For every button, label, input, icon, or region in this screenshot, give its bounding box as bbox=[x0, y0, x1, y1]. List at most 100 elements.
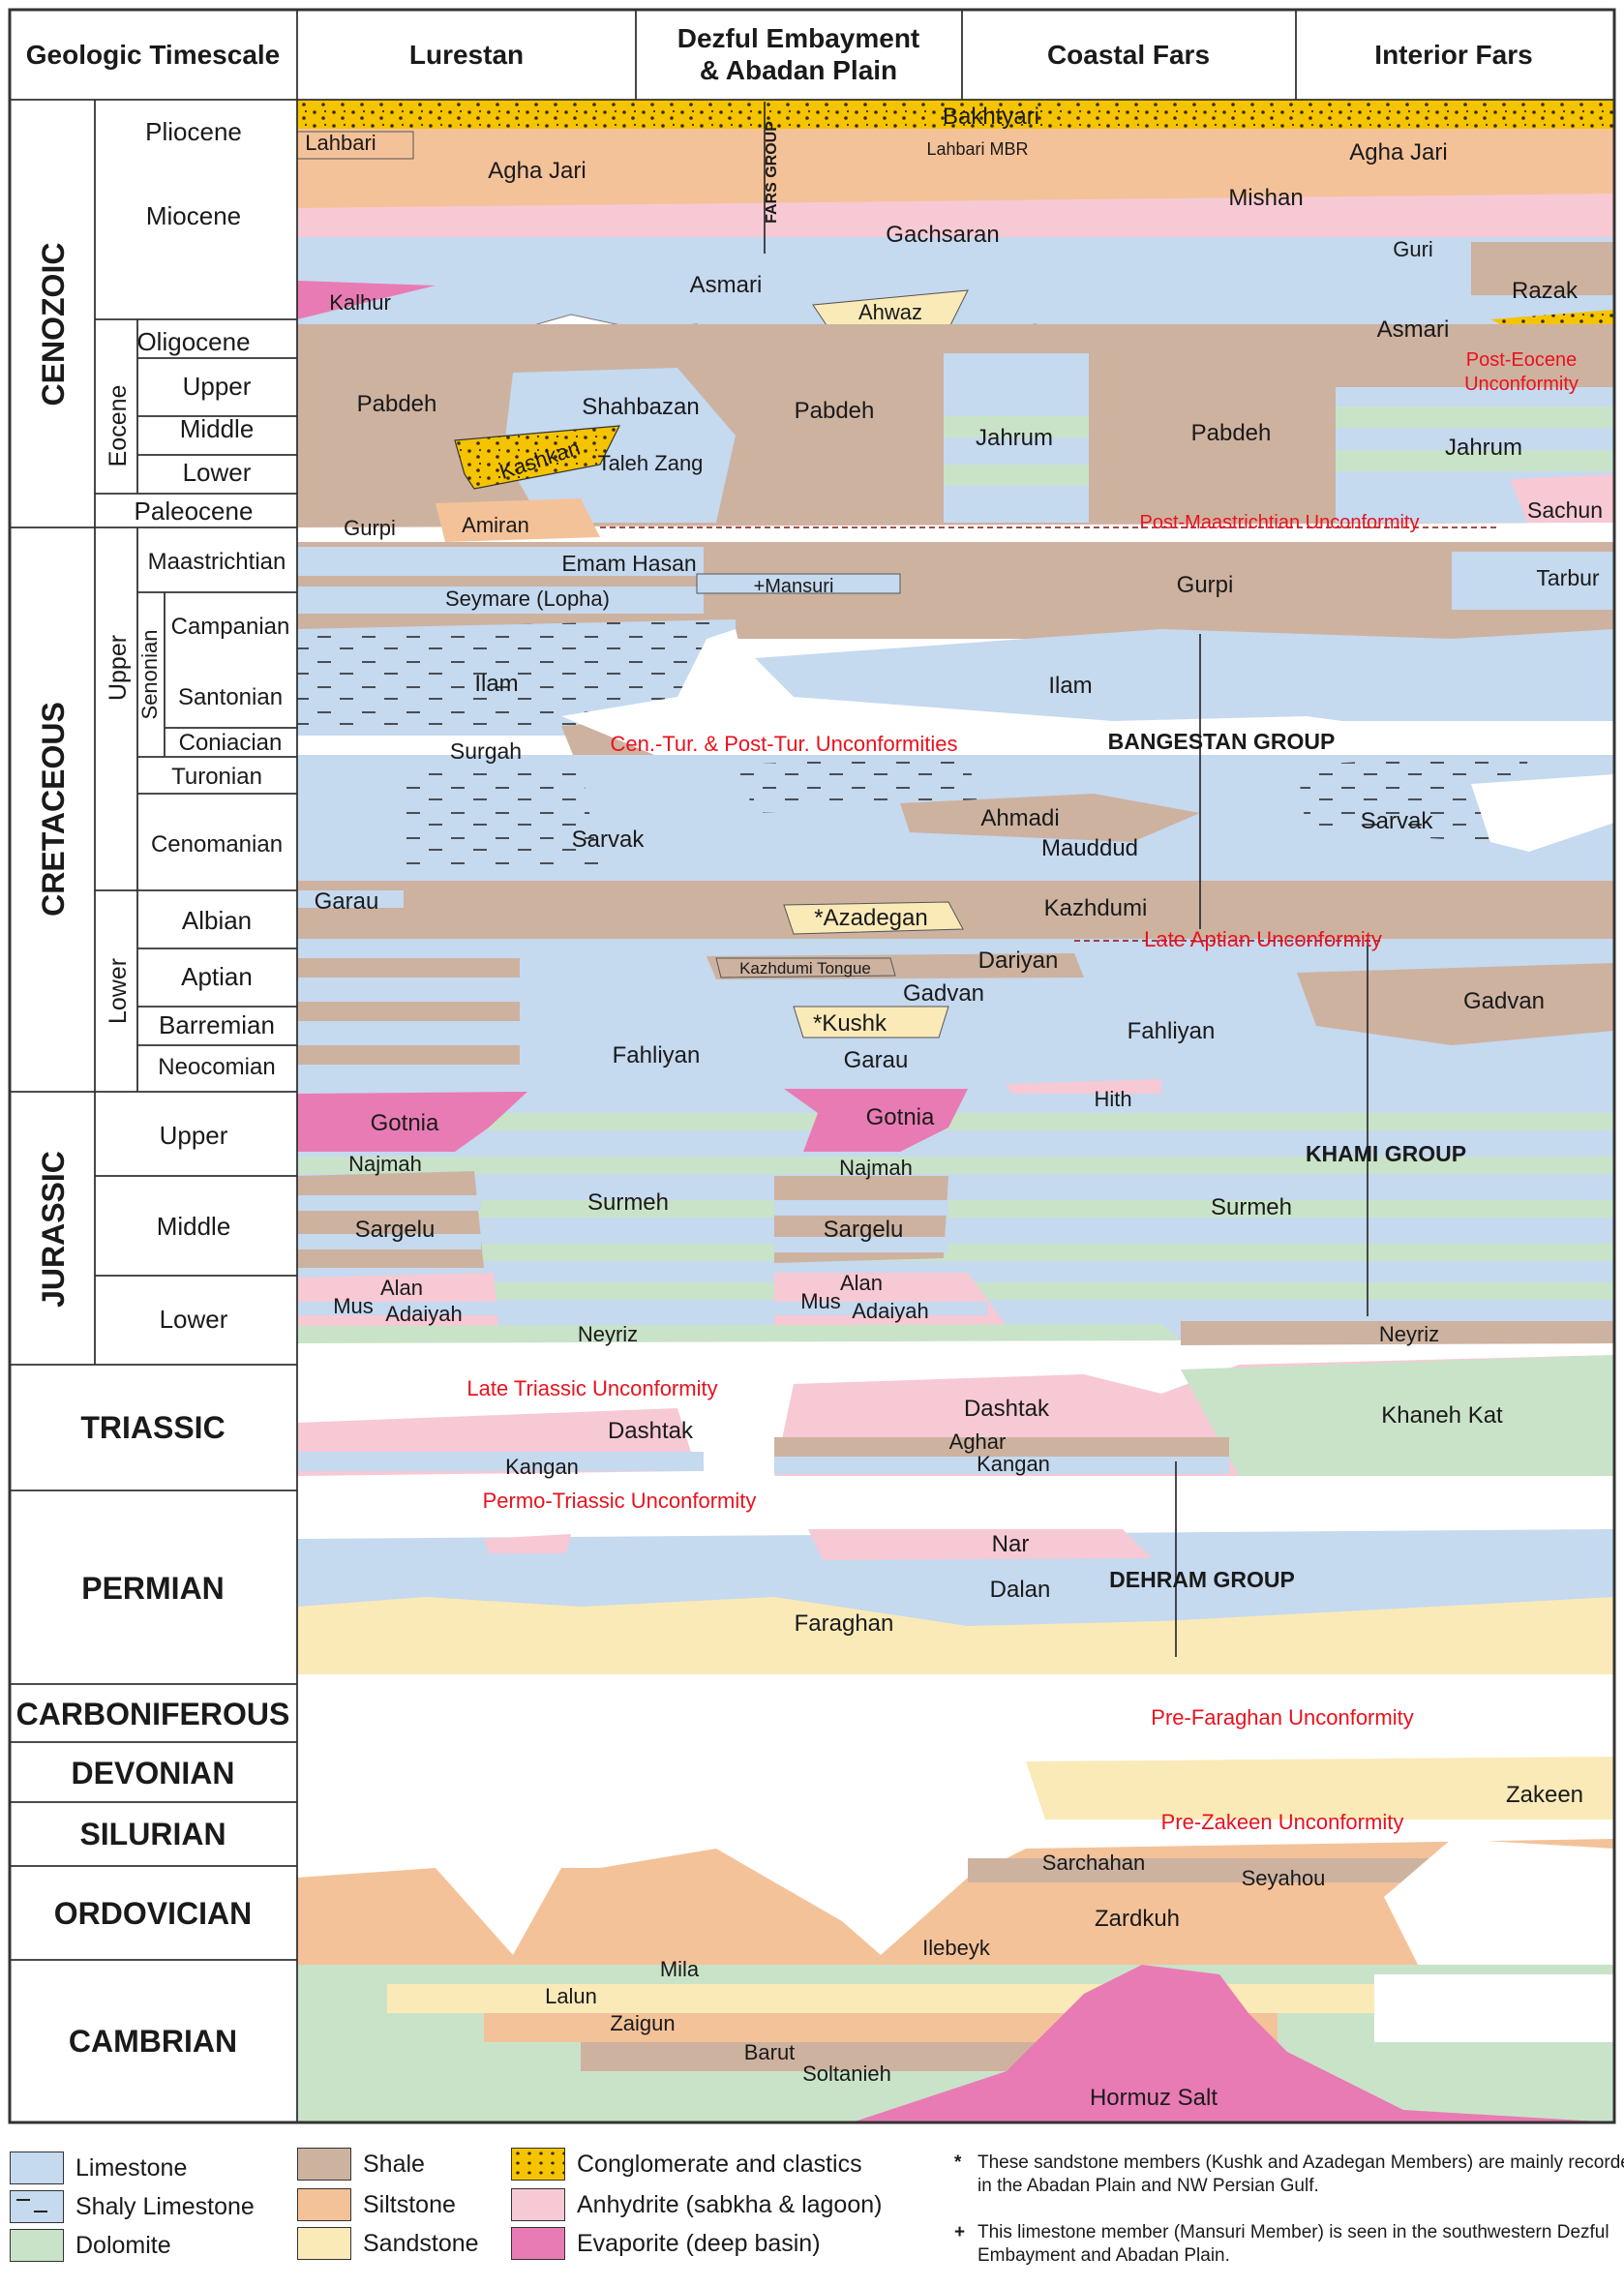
header-coastal-fars: Coastal Fars bbox=[1047, 40, 1210, 70]
fm-zaigun: Zaigun bbox=[610, 2011, 675, 2035]
fm-mansuri: +Mansuri bbox=[754, 576, 834, 597]
fm-adaiyah-w: Adaiyah bbox=[385, 1302, 463, 1326]
bakhtyari-layer bbox=[297, 100, 1614, 129]
legend-label: Sandstone bbox=[363, 2229, 479, 2257]
fm-alan-w: Alan bbox=[380, 1276, 423, 1300]
fm-zakeen: Zakeen bbox=[1506, 1782, 1583, 1808]
header-timescale: Geologic Timescale bbox=[26, 40, 281, 70]
fm-surmeh-e: Surmeh bbox=[1211, 1194, 1292, 1220]
fm-shahbazan: Shahbazan bbox=[582, 394, 699, 420]
khaneh-kat-layer bbox=[1181, 1355, 1614, 1476]
subdivision-labels: Eocene Upper Senonian Lower bbox=[105, 385, 162, 1024]
fm-sarvak-e: Sarvak bbox=[1361, 808, 1434, 834]
unc-post-maastrichtian: Post-Maastrichtian Unconformity bbox=[1140, 512, 1420, 533]
fm-mus-w: Mus bbox=[333, 1294, 374, 1318]
header-interior-fars: Interior Fars bbox=[1374, 40, 1532, 70]
fm-soltanieh: Soltanieh bbox=[802, 2061, 891, 2086]
epoch-maastrichtian: Maastrichtian bbox=[148, 549, 286, 575]
shale-swatch bbox=[297, 2148, 351, 2181]
note-text: This limestone member (Mansuri Member) i… bbox=[977, 2222, 1609, 2266]
epoch-turonian: Turonian bbox=[171, 764, 262, 790]
note-marker: * bbox=[954, 2152, 962, 2173]
unc-post-eocene-line2: Unconformity bbox=[1464, 374, 1579, 395]
fm-sachun: Sachun bbox=[1527, 497, 1603, 523]
fm-pabdeh-2: Pabdeh bbox=[795, 398, 875, 424]
fm-fahliyan-w: Fahliyan bbox=[613, 1042, 701, 1068]
fm-najmah-w: Najmah bbox=[348, 1152, 422, 1176]
fm-hith: Hith bbox=[1094, 1087, 1131, 1111]
fm-guri: Guri bbox=[1393, 237, 1433, 261]
fm-kalhur: Kalhur bbox=[329, 290, 391, 315]
epoch-jur-lower: Lower bbox=[160, 1305, 228, 1334]
fm-kangan-c: Kangan bbox=[977, 1452, 1050, 1476]
fm-nar: Nar bbox=[992, 1531, 1030, 1557]
fm-gurpi-e: Gurpi bbox=[1177, 572, 1234, 598]
legend-label: Anhydrite (sabkha & lagoon) bbox=[577, 2190, 883, 2218]
ilam-layer bbox=[755, 629, 1614, 721]
unc-pre-faraghan: Pre-Faraghan Unconformity bbox=[1151, 1705, 1413, 1730]
legend: Limestone Shaly Limestone Dolomite Shale… bbox=[0, 2134, 1624, 2287]
fm-emam-hasan: Emam Hasan bbox=[561, 551, 696, 576]
legend-label: Dolomite bbox=[75, 2231, 171, 2259]
epoch-eocene-middle: Middle bbox=[180, 414, 255, 443]
dolomite-swatch bbox=[10, 2229, 64, 2262]
unconformity-labels: Post-Eocene Unconformity Post-Maastricht… bbox=[466, 349, 1579, 1834]
fm-jahrum-2: Jahrum bbox=[1445, 435, 1522, 461]
note-marker: + bbox=[954, 2222, 966, 2242]
evaporite-swatch bbox=[511, 2227, 565, 2260]
fm-jahrum-1: Jahrum bbox=[976, 425, 1053, 451]
era-ordovician: ORDOVICIAN bbox=[54, 1896, 252, 1931]
fm-gachsaran: Gachsaran bbox=[886, 222, 999, 248]
legend-label: Shaly Limestone bbox=[75, 2192, 255, 2220]
fm-gadvan-e: Gadvan bbox=[1463, 988, 1545, 1014]
ahmadi-layer bbox=[900, 794, 1200, 842]
fm-ahmadi: Ahmadi bbox=[980, 805, 1059, 831]
note-sandstone-members: * These sandstone members (Kushk and Aza… bbox=[954, 2152, 1624, 2198]
header-row: Geologic Timescale Lurestan Dezful Embay… bbox=[26, 23, 1533, 85]
era-permian: PERMIAN bbox=[81, 1571, 225, 1606]
fm-neyriz-w: Neyriz bbox=[578, 1322, 638, 1346]
fm-agha-jari-e: Agha Jari bbox=[1349, 139, 1447, 166]
kalhur-layer bbox=[297, 281, 436, 319]
fm-gadvan-w: Gadvan bbox=[903, 980, 984, 1007]
fm-zardkuh: Zardkuh bbox=[1095, 1906, 1180, 1932]
fm-surgah: Surgah bbox=[450, 738, 522, 764]
fm-ilebeyk: Ilebeyk bbox=[922, 1936, 991, 1960]
fm-sargelu-c: Sargelu bbox=[824, 1217, 904, 1243]
fm-fahliyan-e: Fahliyan bbox=[1128, 1018, 1216, 1044]
hormuz-layer bbox=[852, 1965, 1614, 2122]
group-arrows bbox=[764, 102, 1368, 1657]
epoch-santonian: Santonian bbox=[178, 684, 283, 710]
formation-labels: Bakhtyari Lahbari Lahbari MBR Agha Jari … bbox=[305, 104, 1603, 2111]
fm-razak: Razak bbox=[1512, 278, 1579, 304]
era-cambrian: CAMBRIAN bbox=[69, 2024, 237, 2059]
legend-label: Limestone bbox=[75, 2153, 188, 2182]
grid-lines bbox=[8, 8, 1616, 2124]
epoch-jur-middle: Middle bbox=[157, 1212, 231, 1241]
kazhdumi-layer bbox=[297, 881, 1614, 939]
fm-khami: KHAMI GROUP bbox=[1306, 1141, 1466, 1166]
legend-item-shale: Shale bbox=[297, 2148, 425, 2181]
header-dezful-line1: Dezful Embayment bbox=[677, 23, 920, 53]
legend-item-dolomite: Dolomite bbox=[10, 2229, 171, 2262]
fm-asmari-e: Asmari bbox=[1377, 316, 1450, 343]
fm-faraghan: Faraghan bbox=[795, 1610, 894, 1637]
faraghan-layer bbox=[297, 1597, 1614, 1674]
fm-mila: Mila bbox=[660, 1957, 700, 1981]
fm-hormuz: Hormuz Salt bbox=[1090, 2085, 1218, 2111]
fm-neyriz-e: Neyriz bbox=[1379, 1322, 1439, 1346]
unc-late-aptian: Late Aptian Unconformity bbox=[1144, 927, 1382, 951]
fm-khaneh-kat: Khaneh Kat bbox=[1381, 1402, 1503, 1429]
legend-item-conglomerate: Conglomerate and clastics bbox=[511, 2148, 862, 2181]
fm-barut: Barut bbox=[744, 2040, 796, 2064]
unconformity-lines bbox=[600, 527, 1500, 942]
era-cretaceous: CRETACEOUS bbox=[36, 702, 71, 917]
note-mansuri-member: + This limestone member (Mansuri Member)… bbox=[954, 2221, 1624, 2268]
sub-senonian: Senonian bbox=[137, 630, 162, 720]
fm-bakhtyari: Bakhtyari bbox=[943, 104, 1039, 130]
fm-dashtak-c: Dashtak bbox=[964, 1396, 1050, 1422]
legend-item-evaporite: Evaporite (deep basin) bbox=[511, 2227, 821, 2260]
epoch-oligocene: Oligocene bbox=[136, 327, 250, 356]
epoch-albian: Albian bbox=[182, 906, 252, 935]
epoch-campanian: Campanian bbox=[171, 614, 290, 640]
